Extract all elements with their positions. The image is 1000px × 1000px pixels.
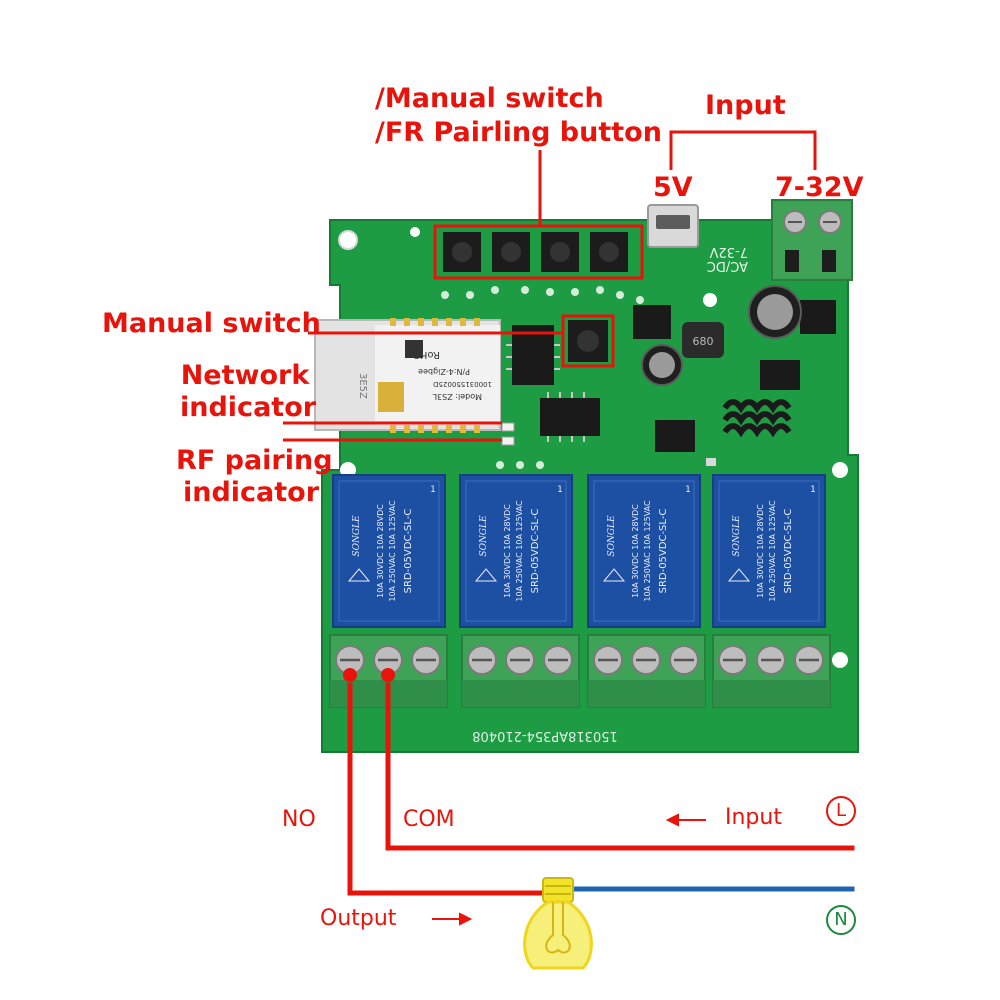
ic-chip [512,325,554,385]
relay-index: 1 [810,485,816,495]
mount-hole-top-left [338,230,358,250]
micro-usb-port [647,204,699,248]
power-terminal-block [771,199,853,281]
electrolytic-capacitor [748,285,802,339]
module-rohs: RoHS [414,349,440,360]
module-sn: 100031550025D [433,380,492,388]
ic-chip [655,420,695,452]
relay-index: 1 [430,485,436,495]
antenna-coil [722,399,792,438]
relay-brand: SONGLE [607,515,617,557]
com-wire [385,682,855,851]
relay-model: SRD-05VDC-SL-C [403,509,414,594]
output-arrow [432,912,473,926]
relay-rating: 10A 30VDC 10A 28VDC [631,504,640,598]
network-indicator-label-1: Network [180,360,310,391]
network-indicator-label-2: indicator [180,392,317,423]
inductor-text: 680 [693,335,714,348]
ic-chip [760,360,800,390]
board-power-marking-2: AC/DC [707,258,748,273]
ic-chip [540,398,600,436]
input-arrow [665,813,706,827]
com-label: COM [403,807,455,832]
input-5v-label: 5V [653,172,693,203]
relay-index: 1 [557,485,563,495]
output-terminal [461,634,580,708]
relay-model: SRD-05VDC-SL-C [530,509,541,594]
mount-hole-top-right [703,293,717,307]
wiring [347,682,855,896]
rf-pairing-label-1: RF pairing [176,445,333,476]
relay-model: SRD-05VDC-SL-C [783,509,794,594]
input-label-top: Input [705,90,786,121]
no-label: NO [282,807,316,832]
pairing-button-label: /FR Pairling button [375,117,662,148]
manual-switch-label-top: /Manual switch [375,83,604,114]
output-terminal [587,634,706,708]
network-led [501,422,515,432]
relay-rating: 10A 250VAC 10A 125VAC [515,500,524,602]
relay-brand: SONGLE [479,515,489,557]
module-code: 3E5Z [357,373,368,399]
mount-hole-mid-right [832,462,848,478]
neutral-symbol: N [826,905,856,935]
rf-pairing-label-2: indicator [182,477,320,508]
relay-brand: SONGLE [352,515,362,557]
relay-model: SRD-05VDC-SL-C [658,509,669,594]
board-power-marking-1: 7-32V [709,244,748,259]
relay-brand: SONGLE [732,515,742,557]
onboard-manual-switch [568,320,608,362]
relay-rating: 10A 250VAC 10A 125VAC [388,500,397,602]
input-label-bottom: Input [725,805,782,830]
ic-chip [633,305,671,339]
module-pn: P/N:4-Zigbee [418,367,470,376]
light-bulb-icon [523,877,593,970]
relay-rating: 10A 30VDC 10A 28VDC [376,504,385,598]
relay-rating: 10A 30VDC 10A 28VDC [503,504,512,598]
output-label: Output [320,906,397,931]
relay-rating: 10A 250VAC 10A 125VAC [643,500,652,602]
inductor: 680 [682,322,724,358]
electrolytic-capacitor [641,344,683,386]
input-7-32v-label: 7-32V [775,172,864,203]
mount-hole-bottom-right [832,652,848,668]
relay-rating: 10A 250VAC 10A 125VAC [768,500,777,602]
zigbee-module: RoHS P/N:4-Zigbee 100031550025D Model: Z… [314,318,501,433]
live-symbol: L [826,796,856,826]
no-wire [347,682,553,896]
ic-chip [800,300,836,334]
module-model: Model: ZS3L [432,392,482,401]
rf-led [501,436,515,446]
output-terminal [712,634,831,708]
board-code: 150318AP354-210408 [472,728,618,743]
relay-rating: 10A 30VDC 10A 28VDC [756,504,765,598]
push-buttons [443,232,628,272]
output-terminal-group [329,634,831,708]
manual-switch-highlight-box [561,314,615,368]
input-bracket [669,130,817,170]
relay-index: 1 [685,485,691,495]
manual-switch-label: Manual switch [102,308,321,339]
